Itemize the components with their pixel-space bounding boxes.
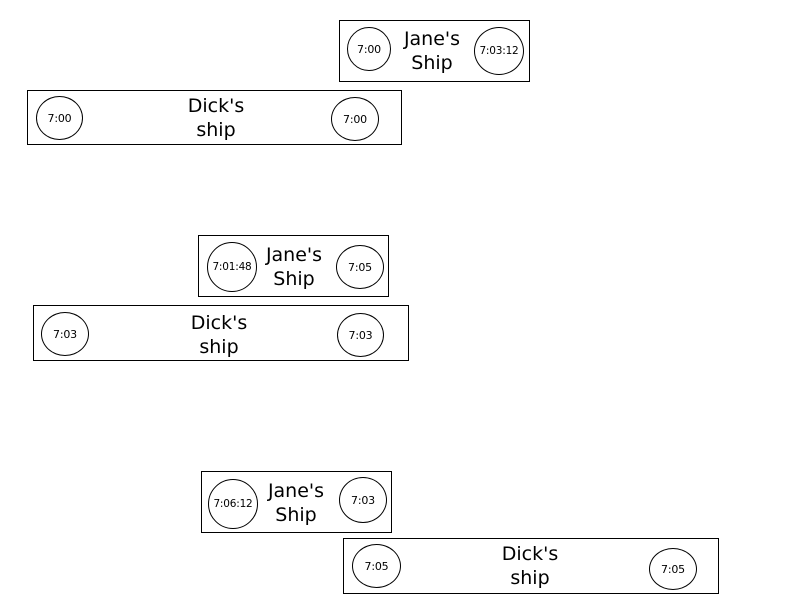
ship-name-line-1: Dick's	[501, 543, 559, 565]
ship-name-line-1: Jane's	[265, 244, 323, 266]
clock-label: 7:06:12	[213, 498, 253, 510]
clock-label: 7:03	[351, 493, 375, 507]
clock-label: 7:03:12	[479, 45, 519, 57]
dick-ship-scene-2: 7:03 Dick's ship 7:03	[33, 305, 409, 361]
ship-name: Jane's Ship	[258, 479, 334, 527]
jane-left-clock: 7:06:12	[208, 479, 258, 529]
jane-left-clock: 7:00	[347, 27, 391, 71]
jane-right-clock: 7:03:12	[474, 27, 524, 75]
ship-name-line-2: ship	[196, 119, 236, 141]
dick-right-clock: 7:00	[331, 97, 379, 141]
clock-label: 7:05	[661, 562, 685, 576]
ship-name: Dick's ship	[171, 94, 261, 142]
ship-name-line-2: Ship	[411, 52, 453, 74]
ship-name-line-2: Ship	[275, 504, 317, 526]
ship-name: Jane's Ship	[395, 27, 469, 75]
clock-label: 7:03	[53, 327, 77, 341]
clock-label: 7:05	[348, 260, 372, 274]
ship-name: Dick's ship	[174, 311, 264, 359]
jane-ship-scene-2: 7:01:48 Jane's Ship 7:05	[198, 235, 389, 297]
clock-label: 7:00	[357, 42, 381, 56]
jane-right-clock: 7:05	[336, 245, 384, 289]
ship-name-line-2: ship	[199, 336, 239, 358]
clock-label: 7:05	[364, 559, 389, 573]
ship-name-line-1: Dick's	[187, 95, 245, 117]
dick-right-clock: 7:03	[337, 313, 384, 357]
ship-name-line-2: ship	[510, 567, 550, 589]
clock-label: 7:03	[348, 328, 373, 342]
dick-left-clock: 7:03	[41, 312, 89, 356]
dick-ship-scene-3: 7:05 Dick's ship 7:05	[343, 538, 719, 594]
ship-name-line-1: Jane's	[267, 480, 325, 502]
ship-name-line-1: Jane's	[403, 28, 461, 50]
clock-label: 7:00	[343, 112, 367, 126]
jane-ship-scene-3: 7:06:12 Jane's Ship 7:03	[201, 471, 392, 533]
dick-ship-scene-1: 7:00 Dick's ship 7:00	[27, 90, 402, 145]
dick-left-clock: 7:05	[352, 544, 401, 588]
ship-name: Jane's Ship	[257, 243, 331, 291]
ship-name-line-1: Dick's	[190, 312, 248, 334]
ship-name: Dick's ship	[486, 542, 574, 590]
clock-label: 7:01:48	[212, 261, 252, 273]
dick-left-clock: 7:00	[36, 96, 83, 140]
jane-left-clock: 7:01:48	[207, 242, 257, 292]
jane-right-clock: 7:03	[339, 477, 387, 523]
dick-right-clock: 7:05	[649, 548, 697, 590]
ship-name-line-2: Ship	[273, 268, 315, 290]
clock-label: 7:00	[47, 111, 72, 125]
jane-ship-scene-1: 7:00 Jane's Ship 7:03:12	[339, 20, 530, 82]
